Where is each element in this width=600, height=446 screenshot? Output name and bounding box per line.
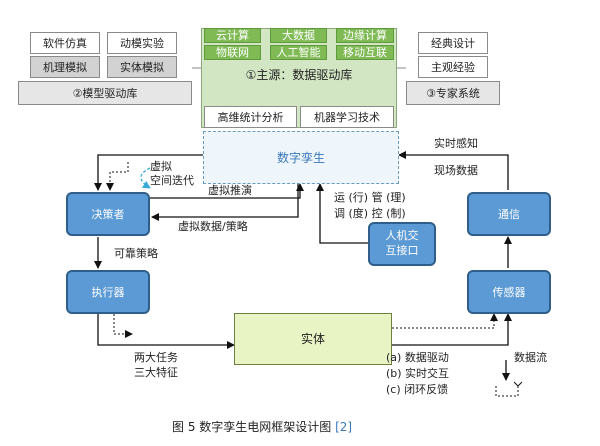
feature-list: (a) 数据驱动 (b) 实时交互 (c) 闭环反馈 xyxy=(386,350,449,398)
expert-cell-subjective-experience: 主观经验 xyxy=(418,56,488,78)
hmi-line-2: 互接口 xyxy=(385,244,419,257)
communication-node: 通信 xyxy=(467,192,551,236)
data-cell-bigdata: 大数据 xyxy=(270,28,327,43)
feature-item: (a) 数据驱动 xyxy=(386,351,449,364)
label-field-data: 现场数据 xyxy=(434,164,478,177)
label-tasks-features: 两大任务 三大特征 xyxy=(134,350,178,381)
model-cell-mechanism-sim: 机理模拟 xyxy=(30,56,100,78)
entity-node: 实体 xyxy=(234,313,392,365)
caption-text: 图 5 数字孪生电网框架设计图 xyxy=(172,420,332,434)
tool-machine-learning: 机器学习技术 xyxy=(300,106,394,128)
label-realtime-perception: 实时感知 xyxy=(434,137,478,150)
label-virtual-data-strategy: 虚拟数据/策略 xyxy=(178,220,248,233)
data-cell-edge: 边缘计算 xyxy=(336,28,394,43)
label-operation: 运 (行) 管 (理) 调 (度) 控 (制) xyxy=(334,190,406,222)
data-cell-iot: 物联网 xyxy=(204,45,261,60)
label-operation-2: 调 (度) 控 (制) xyxy=(334,206,406,220)
model-cell-dynamic-experiment: 动模实验 xyxy=(107,32,177,54)
executor-node: 执行器 xyxy=(66,270,150,314)
sensor-node: 传感器 xyxy=(467,270,551,314)
label-operation-1: 运 (行) 管 (理) xyxy=(334,191,406,204)
label-features: 三大特征 xyxy=(134,366,178,380)
caption-ref: [2] xyxy=(335,420,353,434)
label-reliable-strategy: 可靠策略 xyxy=(114,247,158,260)
data-library-label: ①主源：数据驱动库 xyxy=(245,68,353,82)
digital-twin: 数字孪生 xyxy=(203,131,399,184)
label-tasks: 两大任务 xyxy=(134,351,178,364)
decision-maker-node: 决策者 xyxy=(66,192,150,236)
data-cell-ai: 人工智能 xyxy=(270,45,327,60)
label-virtual-iteration: 虚拟 空间迭代 xyxy=(150,160,194,188)
expert-system-label: ③专家系统 xyxy=(406,81,500,105)
model-cell-entity-sim: 实体模拟 xyxy=(107,56,177,78)
data-cell-cloud: 云计算 xyxy=(204,28,261,43)
label-data-flow: 数据流 xyxy=(514,351,547,364)
model-library-label: ②模型驱动库 xyxy=(18,81,192,105)
tool-stats-analysis: 高维统计分析 xyxy=(204,106,297,128)
feature-item: (c) 闭环反馈 xyxy=(386,382,449,396)
label-virtual-deduction: 虚拟推演 xyxy=(208,184,252,197)
feature-item: (b) 实时交互 xyxy=(386,366,450,380)
data-cell-mobile: 移动互联 xyxy=(336,45,394,60)
label-virtual-iteration-1: 虚拟 xyxy=(150,160,172,173)
hmi-node: 人机交 互接口 xyxy=(368,222,436,266)
expert-cell-classic-design: 经典设计 xyxy=(418,32,488,54)
model-cell-software-sim: 软件仿真 xyxy=(30,32,100,54)
hmi-line-1: 人机交 xyxy=(385,229,419,243)
figure-caption: 图 5 数字孪生电网框架设计图 [2] xyxy=(172,420,352,435)
label-virtual-iteration-2: 空间迭代 xyxy=(150,173,194,187)
